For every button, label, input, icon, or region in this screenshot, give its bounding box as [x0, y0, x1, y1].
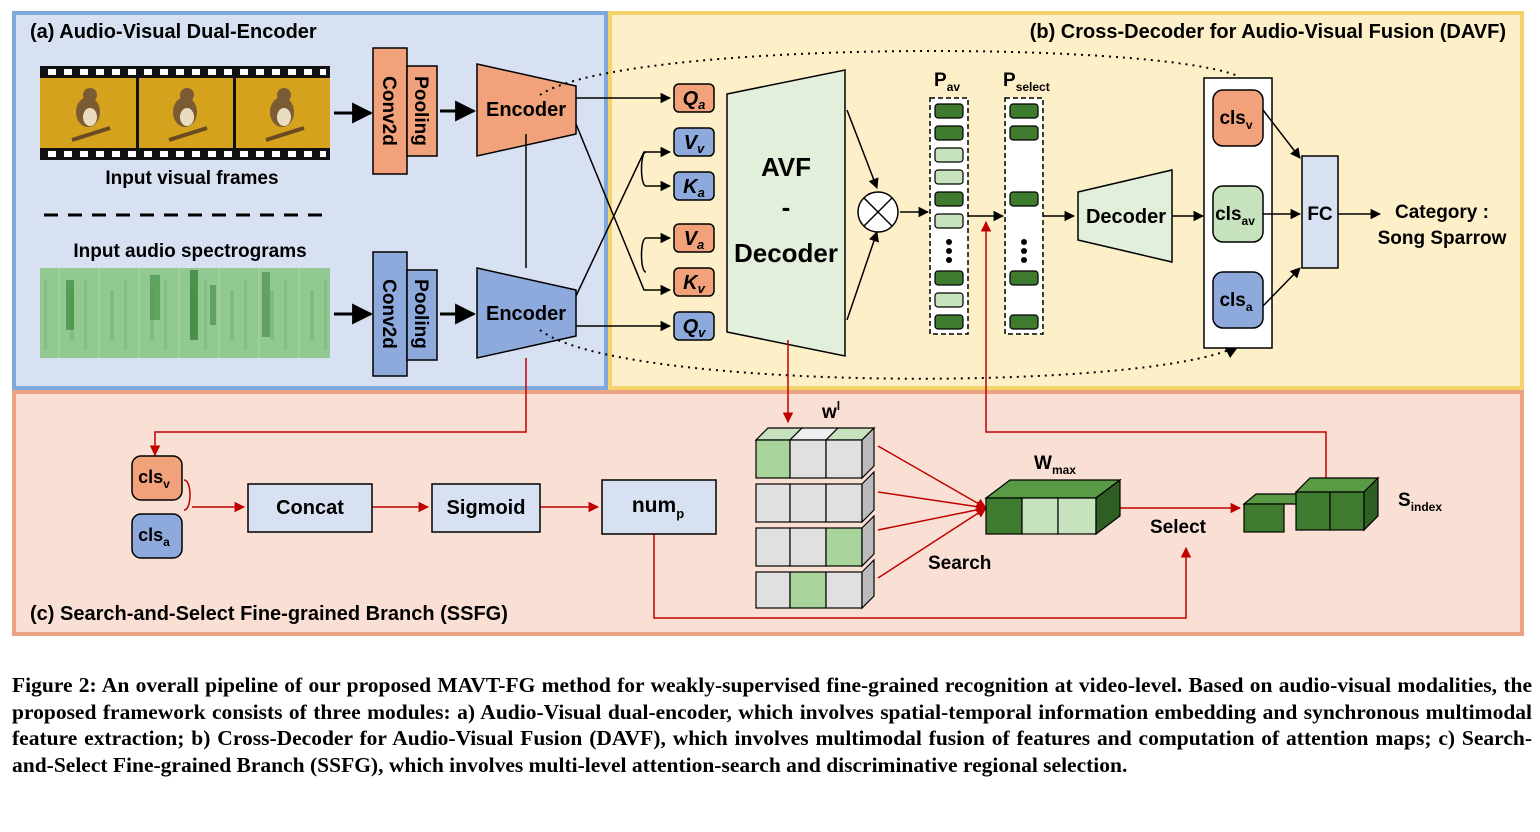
w-max-block: [984, 478, 1122, 536]
panel-b-title: (b) Cross-Decoder for Audio-Visual Fusio…: [1030, 21, 1506, 43]
pipeline-diagram: (a) Audio-Visual Dual-Encoder (b) Cross-…: [12, 11, 1524, 636]
pooling-box-audio: [406, 269, 438, 361]
ssfg-cls-a-label: clsa: [138, 525, 170, 549]
pooling-box-visual: [406, 65, 438, 157]
num-p-label: nump: [632, 494, 684, 521]
v-v-box: [673, 127, 715, 157]
num-p-box: [601, 479, 717, 535]
sigmoid-box: [431, 483, 541, 533]
ssfg-cls-v-box: [131, 455, 183, 501]
decoder-small-label: Decoder: [1086, 206, 1166, 228]
ssfg-cls-a-box: [131, 513, 183, 559]
multiply-icon: [857, 191, 899, 233]
cls-a-label: clsa: [1219, 290, 1252, 314]
s-index-label: Sindex: [1398, 490, 1442, 514]
avf-label-line3: Decoder: [734, 238, 838, 268]
search-label: Search: [928, 553, 991, 574]
avf-label-line2: -: [782, 192, 791, 222]
category-value: Song Sparrow: [1378, 228, 1507, 249]
conv2d-label-audio: Conv2d: [378, 279, 399, 349]
p-av-label: Pav: [934, 70, 960, 94]
k-v-label: Kv: [683, 272, 705, 296]
k-a-label: Ka: [683, 176, 705, 200]
sigmoid-label: Sigmoid: [447, 497, 526, 519]
p-av-tokens: [934, 103, 964, 330]
category-label: Category :: [1395, 202, 1489, 223]
concat-label: Concat: [276, 497, 344, 519]
s-index-block: [1242, 476, 1380, 533]
v-a-label: Va: [684, 228, 705, 252]
panel-a-title: (a) Audio-Visual Dual-Encoder: [30, 21, 317, 43]
encoder-connections: [525, 92, 672, 332]
p-select-ellipsis: [1021, 239, 1027, 263]
figure-caption: Figure 2: An overall pipeline of our pro…: [12, 673, 1532, 777]
concat-box: [247, 483, 373, 533]
audio-spectrograms-label: Input audio spectrograms: [73, 241, 306, 262]
panel-c-title: (c) Search-and-Select Fine-grained Branc…: [30, 603, 508, 625]
avf-outputs: [846, 109, 930, 321]
ssfg-red-arrows: [149, 220, 1327, 619]
visual-frames-label: Input visual frames: [105, 168, 278, 189]
p-select-label: Pselect: [1003, 70, 1050, 94]
cls-v-box: [1212, 89, 1264, 147]
k-v-box: [673, 267, 715, 297]
qkv-group: Qa Vv Ka Va Kv Qv: [673, 83, 715, 341]
decoder-small: [1077, 169, 1173, 263]
fc-label: FC: [1307, 204, 1333, 225]
avf-decoder: [726, 69, 846, 357]
q-a-box: [673, 83, 715, 113]
pooling-label-audio: Pooling: [410, 279, 431, 349]
encoder-visual-label: Encoder: [486, 99, 566, 121]
conv2d-box-visual: [372, 47, 408, 175]
p-av-ellipsis: [946, 239, 952, 263]
select-label: Select: [1150, 517, 1207, 538]
w-l-label: wl: [821, 399, 840, 423]
avf-label-line1: AVF: [761, 152, 811, 182]
attention-map-stack: [754, 426, 876, 610]
v-a-box: [673, 223, 715, 253]
pooling-label-visual: Pooling: [410, 76, 431, 146]
cls-av-label: clsav: [1215, 204, 1255, 228]
cls-v-label: clsv: [1219, 108, 1252, 132]
p-select-tokens: [1009, 103, 1039, 330]
dotted-flow-ellipse: [539, 50, 1238, 380]
cls-a-box: [1212, 271, 1264, 329]
v-v-label: Vv: [684, 132, 705, 156]
encoder-visual: [476, 63, 577, 157]
encoder-audio-label: Encoder: [486, 303, 566, 325]
encoder-audio: [476, 267, 577, 359]
spectrogram-image: [40, 268, 330, 358]
film-strip-image: [40, 66, 330, 160]
q-v-box: [673, 311, 715, 341]
k-a-box: [673, 171, 715, 201]
conv2d-label-visual: Conv2d: [378, 76, 399, 146]
fc-box: [1301, 155, 1339, 269]
w-max-label: Wmax: [1034, 453, 1076, 477]
cls-to-fc-arrows: [1262, 109, 1302, 307]
q-a-label: Qa: [683, 88, 706, 112]
ssfg-cls-v-label: clsv: [138, 467, 170, 491]
q-v-label: Qv: [683, 316, 707, 340]
